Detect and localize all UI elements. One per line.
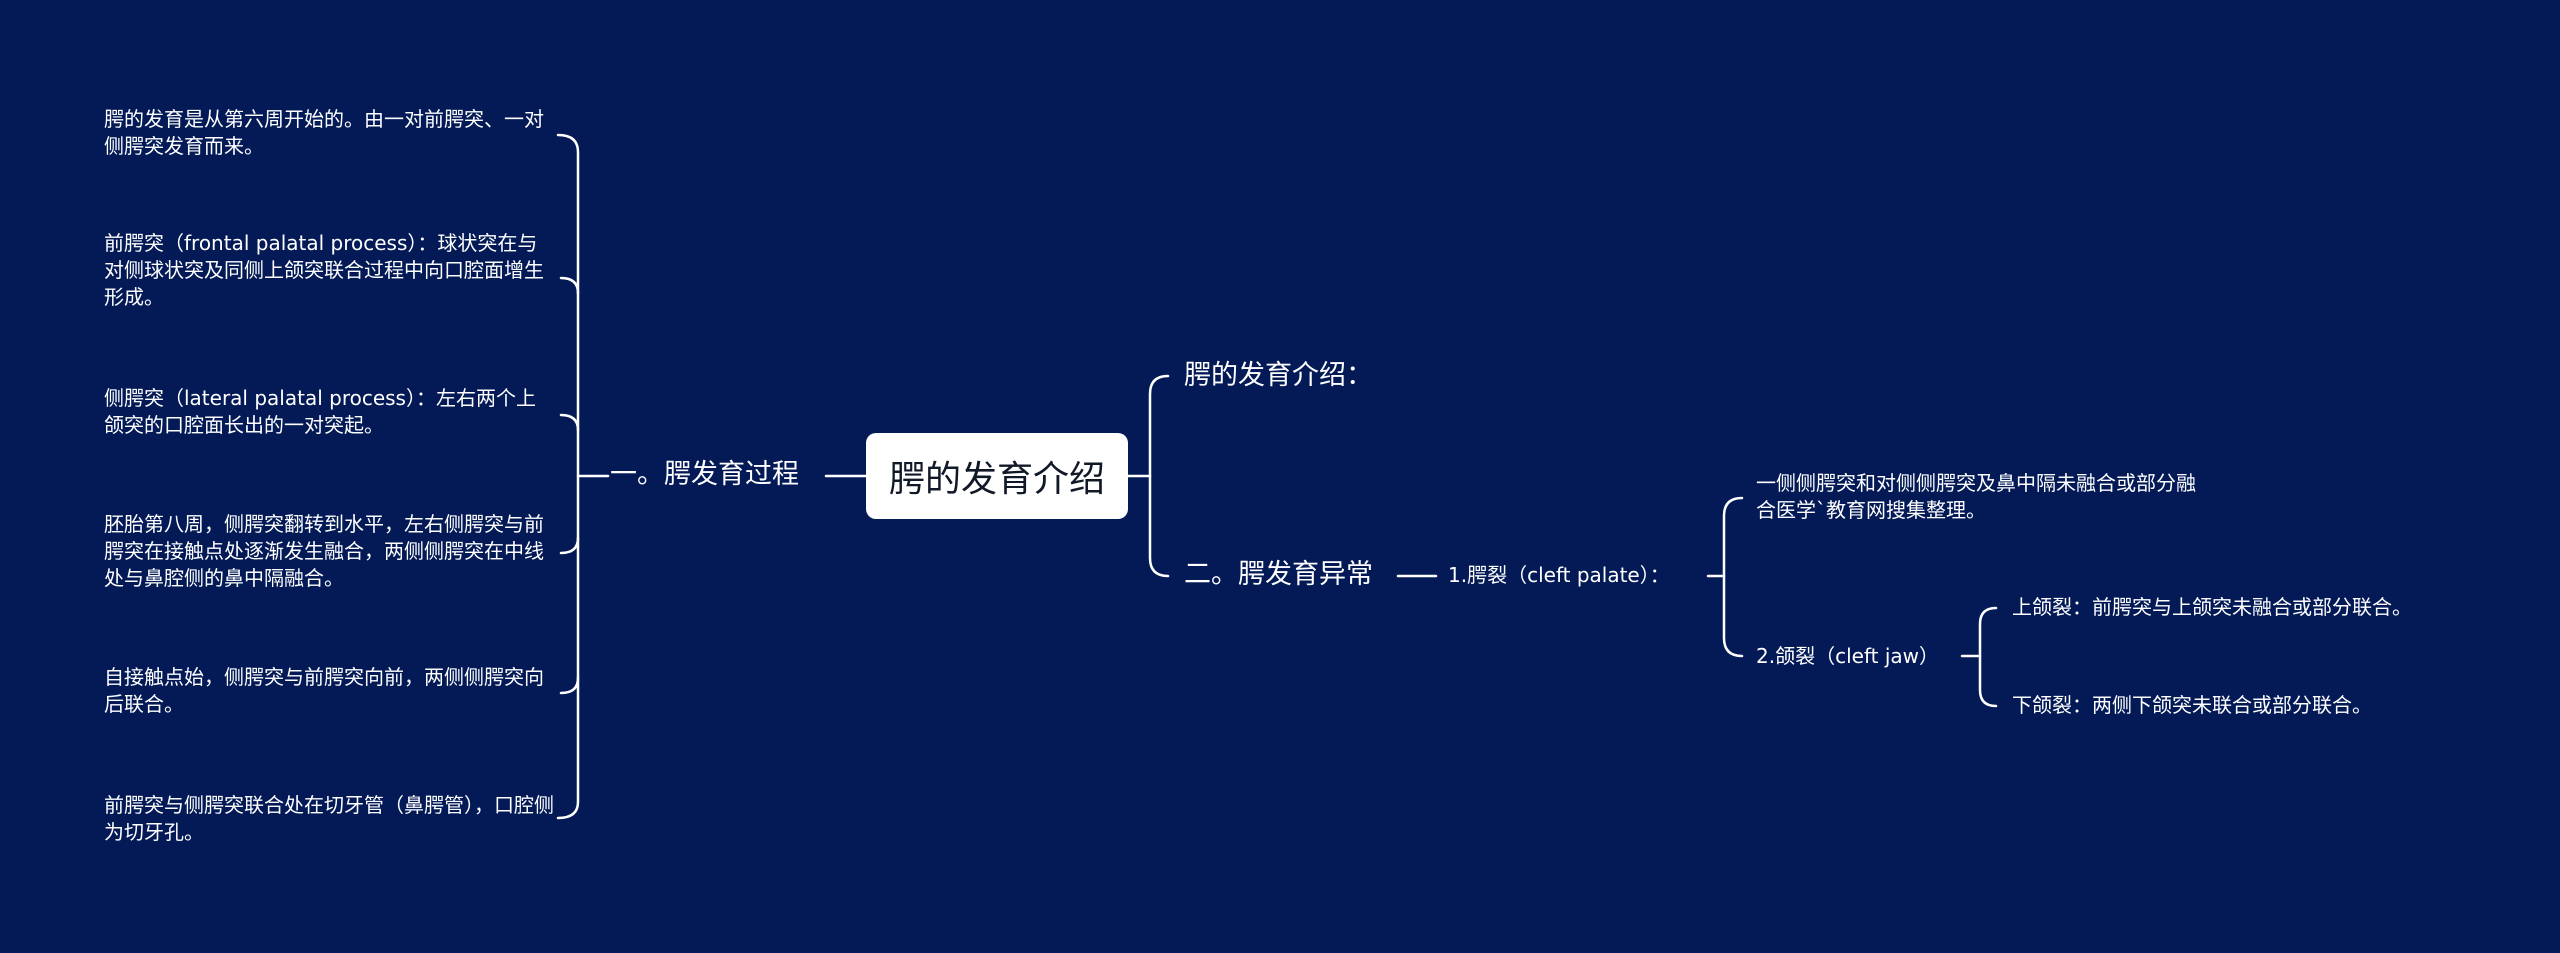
leaf-development-start: 腭的发育是从第六周开始的。由一对前腭突、一对侧腭突发育而来。 bbox=[104, 107, 544, 158]
root-topic-label: 腭的发育介绍 bbox=[888, 459, 1105, 500]
bracket-cleft-jaw bbox=[1978, 606, 1998, 708]
bracket-right bbox=[1148, 374, 1170, 578]
leaf-frontal-palatal-process: 前腭突（frontal palatal process）：球状突在与对侧球状突及… bbox=[104, 231, 544, 309]
node-cleft-palate: 1.腭裂（cleft palate）： bbox=[1448, 563, 1670, 587]
root-topic: 腭的发育介绍 bbox=[866, 433, 1128, 519]
node-cleft-jaw: 2.颌裂（cleft jaw） bbox=[1756, 644, 1939, 668]
leaf-incisive-canal: 前腭突与侧腭突联合处在切牙管（鼻腭管），口腔侧为切牙孔。 bbox=[104, 793, 554, 844]
tick-left-4 bbox=[559, 536, 580, 555]
leaf-lateral-palatal-process: 侧腭突（lateral palatal process）：左右两个上颌突的口腔面… bbox=[104, 386, 536, 437]
leaf-unfused-lateral-processes: 一侧侧腭突和对侧侧腭突及鼻中隔未融合或部分融合医学`教育网搜集整理。 bbox=[1756, 471, 2196, 522]
branch-development-process: 一。腭发育过程 bbox=[610, 459, 799, 490]
branch-intro: 腭的发育介绍： bbox=[1184, 360, 1373, 391]
branch-abnormal-development: 二。腭发育异常 bbox=[1184, 559, 1373, 590]
leaf-contact-point: 自接触点始，侧腭突与前腭突向前，两侧侧腭突向后联合。 bbox=[104, 665, 544, 716]
tick-left-5 bbox=[559, 676, 580, 695]
tick-left-3 bbox=[559, 413, 580, 432]
bracket-left bbox=[556, 133, 580, 820]
bracket-cleft-palate bbox=[1722, 496, 1744, 658]
leaf-upper-cleft-jaw: 上颌裂：前腭突与上颌突未融合或部分联合。 bbox=[2012, 595, 2412, 619]
leaf-eighth-week-fusion: 胚胎第八周，侧腭突翻转到水平，左右侧腭突与前腭突在接触点处逐渐发生融合，两侧侧腭… bbox=[104, 512, 544, 590]
tick-left-2 bbox=[559, 276, 580, 295]
leaf-lower-cleft-jaw: 下颌裂：两侧下颌突未联合或部分联合。 bbox=[2012, 693, 2372, 717]
